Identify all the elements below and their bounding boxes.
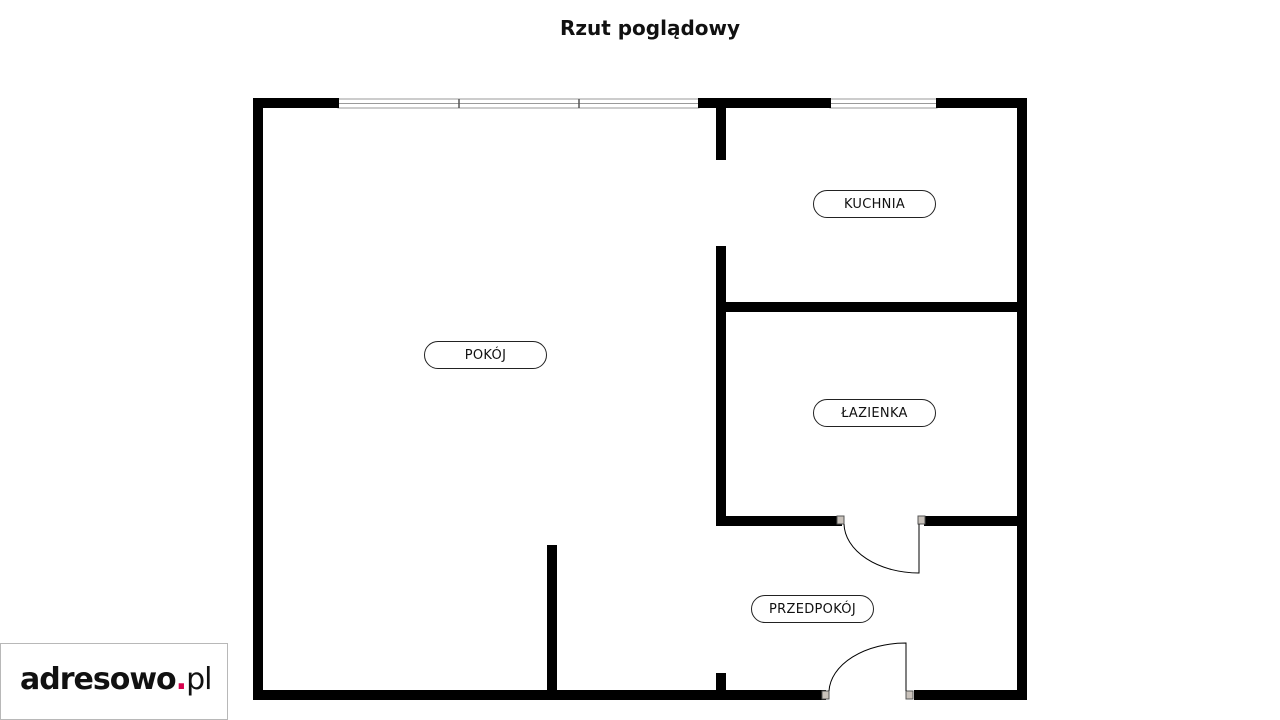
room-label-lazienka: ŁAZIENKA	[813, 399, 936, 427]
door-lazienka	[843, 523, 920, 574]
wall-lazienka-bottom-right	[924, 516, 1027, 526]
wall-przedpokoj-stub	[716, 673, 726, 700]
wall-kuchnia-lazienka	[716, 302, 1027, 312]
wall-top-left	[253, 98, 339, 108]
windows	[337, 98, 938, 109]
wall-top-middle	[698, 98, 831, 108]
wall-bottom-right	[914, 690, 1027, 700]
wall-kuchnia-pokoj-upper	[716, 98, 726, 160]
door-entrance	[828, 642, 907, 692]
logo-name: adresowo	[20, 662, 177, 697]
room-label-przedpokoj: PRZEDPOKÓJ	[751, 595, 874, 623]
wall-top-right	[936, 98, 1027, 108]
room-label-kuchnia: KUCHNIA	[813, 190, 936, 218]
wall-bottom-left	[253, 690, 826, 700]
logo-dot: .	[175, 662, 187, 697]
wall-lazienka-bottom-left	[716, 516, 842, 526]
door-posts	[821, 515, 926, 700]
page-title: Rzut poglądowy	[559, 16, 741, 40]
doors	[828, 523, 920, 692]
wall-right	[1017, 98, 1027, 700]
logo-text: adresowo.pl	[20, 662, 212, 697]
wall-left	[253, 98, 263, 700]
adresowo-logo: adresowo.pl	[0, 643, 228, 720]
logo-tld: pl	[186, 662, 212, 697]
wall-kuchnia-pokoj-lower	[716, 246, 726, 526]
walls	[253, 98, 1027, 700]
room-label-pokoj: POKÓJ	[424, 341, 547, 369]
wall-pokoj-partition	[547, 545, 557, 700]
